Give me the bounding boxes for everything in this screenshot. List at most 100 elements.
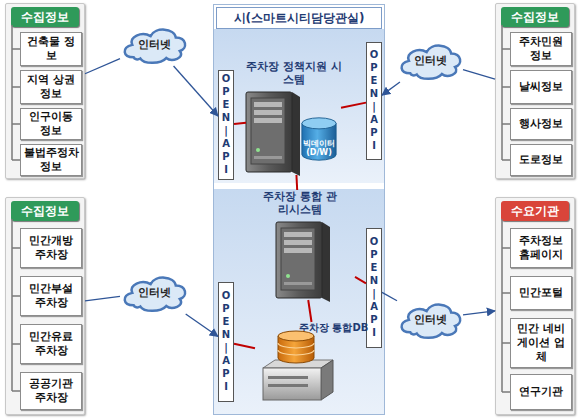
system-link xyxy=(355,277,366,283)
source-item: 행사정보 xyxy=(510,108,572,140)
db-slot xyxy=(268,376,308,379)
network-link xyxy=(186,314,218,336)
db-disks xyxy=(278,336,314,363)
system-link xyxy=(341,103,366,108)
server-side xyxy=(322,222,330,302)
database-label: 주차장 통합DB xyxy=(299,322,380,334)
item-label: 민간유료 주차장 xyxy=(21,330,81,358)
network-link xyxy=(382,82,400,95)
item-label: 공공기관 주차장 xyxy=(21,377,81,405)
server-slot xyxy=(284,240,312,245)
network-link xyxy=(85,59,120,74)
source-group: 수요기관주차정보 홈페이지민간포털민간 네비 게이션 업체연구기관 xyxy=(495,197,575,415)
server-slot xyxy=(254,110,282,115)
internet-cloud: 인터넷 xyxy=(120,22,188,66)
item-label: 날씨정보 xyxy=(517,80,565,94)
network-link xyxy=(382,292,397,300)
db-base-side xyxy=(321,360,333,400)
city-office-panel: 시(스마트시티담당관실) OPEN|API 주차장 정책지원 시스템빅데이터 (D/… xyxy=(213,4,385,415)
database-icon xyxy=(263,331,333,400)
server-slot xyxy=(254,118,282,123)
network-link xyxy=(85,296,120,300)
db-disk-line xyxy=(278,343,314,355)
list-bracket xyxy=(12,25,20,160)
db-base xyxy=(263,368,321,400)
item-label: 지역 상권정보 xyxy=(21,73,81,101)
cloud-label: 인터넷 xyxy=(138,37,171,52)
network-link xyxy=(463,70,495,79)
source-item: 불법주정차정보 xyxy=(20,144,82,176)
source-item: 민간개방 주차장 xyxy=(20,228,82,268)
network-link xyxy=(174,66,218,116)
api-label: OPEN|API xyxy=(221,73,232,177)
cylinder-top xyxy=(302,118,336,129)
source-item: 날씨정보 xyxy=(510,70,572,104)
source-item: 연구기관 xyxy=(510,374,572,410)
source-item: 주차정보 홈페이지 xyxy=(510,228,572,268)
server-body xyxy=(276,222,322,298)
server-system: 주차장 통합 관리시스템 xyxy=(245,190,355,300)
system-link xyxy=(308,300,311,322)
source-group: 수집정보주차민원 정보날씨정보행사정보도로정보 xyxy=(495,3,575,179)
source-item: 도로정보 xyxy=(510,144,572,176)
source-item: 민간 네비 게이션 업체 xyxy=(510,318,572,368)
source-item: 지역 상권정보 xyxy=(20,70,82,104)
source-item: 공공기관 주차장 xyxy=(20,372,82,410)
open-api-bar: OPEN|API xyxy=(218,70,234,180)
system-label: 주차장 통합 관리시스템 xyxy=(260,190,340,215)
cloud-label: 인터넷 xyxy=(414,53,447,68)
group-heading: 수집정보 xyxy=(11,201,79,221)
api-label: OPEN|API xyxy=(221,290,232,394)
db-slot xyxy=(268,384,308,387)
item-label: 주차민원 정보 xyxy=(511,35,571,63)
internet-cloud: 인터넷 xyxy=(120,270,188,314)
db-disk-top xyxy=(278,331,314,341)
source-item: 민간유료 주차장 xyxy=(20,324,82,364)
server-front xyxy=(281,228,315,290)
internet-cloud: 인터넷 xyxy=(397,297,463,341)
cloud-outline xyxy=(125,30,185,63)
cloud-outline xyxy=(402,46,461,79)
server-slot xyxy=(254,156,282,159)
item-label: 인구이동 정보 xyxy=(21,110,81,138)
database-label: 빅데이터 (D/W) xyxy=(300,140,338,158)
open-api-bar: OPEN|API xyxy=(218,282,234,402)
server-led xyxy=(286,274,290,278)
panel-heading: 시(스마트시티담당관실) xyxy=(216,7,382,29)
item-label: 행사정보 xyxy=(517,117,565,131)
system-link xyxy=(295,175,298,190)
list-bracket xyxy=(502,219,510,392)
item-label: 연구기관 xyxy=(517,385,565,399)
server-slot xyxy=(284,232,312,237)
item-label: 도로정보 xyxy=(517,153,565,167)
db-base-top xyxy=(263,360,333,368)
api-label: OPEN|API xyxy=(369,49,380,153)
item-label: 민간개방 주차장 xyxy=(21,234,81,262)
api-label: OPEN|API xyxy=(369,236,380,340)
server-side xyxy=(292,92,300,176)
source-item: 민간부설 주차장 xyxy=(20,276,82,316)
server-tower xyxy=(246,92,300,176)
list-bracket xyxy=(12,219,20,391)
cloud-label: 인터넷 xyxy=(138,285,171,300)
item-label: 주차정보 홈페이지 xyxy=(511,234,571,262)
item-label: 민간포털 xyxy=(517,286,565,300)
server-slot xyxy=(284,282,312,285)
server-tower xyxy=(276,222,330,302)
item-label: 민간부설 주차장 xyxy=(21,282,81,310)
source-item: 주차민원 정보 xyxy=(510,32,572,66)
network-link xyxy=(463,311,495,315)
item-label: 민간 네비 게이션 업체 xyxy=(511,322,571,363)
group-heading: 수요기관 xyxy=(501,201,569,221)
source-group: 수집정보민간개방 주차장민간부설 주차장민간유료 주차장공공기관 주차장 xyxy=(5,197,85,415)
group-heading: 수집정보 xyxy=(501,7,569,27)
server-body xyxy=(246,92,292,172)
open-api-bar: OPEN|API xyxy=(366,42,382,160)
system-label: 주차장 정책지원 시스템 xyxy=(246,60,342,85)
server-slot xyxy=(254,102,282,107)
source-item: 인구이동 정보 xyxy=(20,108,82,140)
cloud-outline xyxy=(125,278,185,311)
database-server: 주차장 통합DB xyxy=(255,322,380,402)
internet-cloud: 인터넷 xyxy=(397,38,463,82)
item-label: 불법주정차정보 xyxy=(21,146,81,174)
